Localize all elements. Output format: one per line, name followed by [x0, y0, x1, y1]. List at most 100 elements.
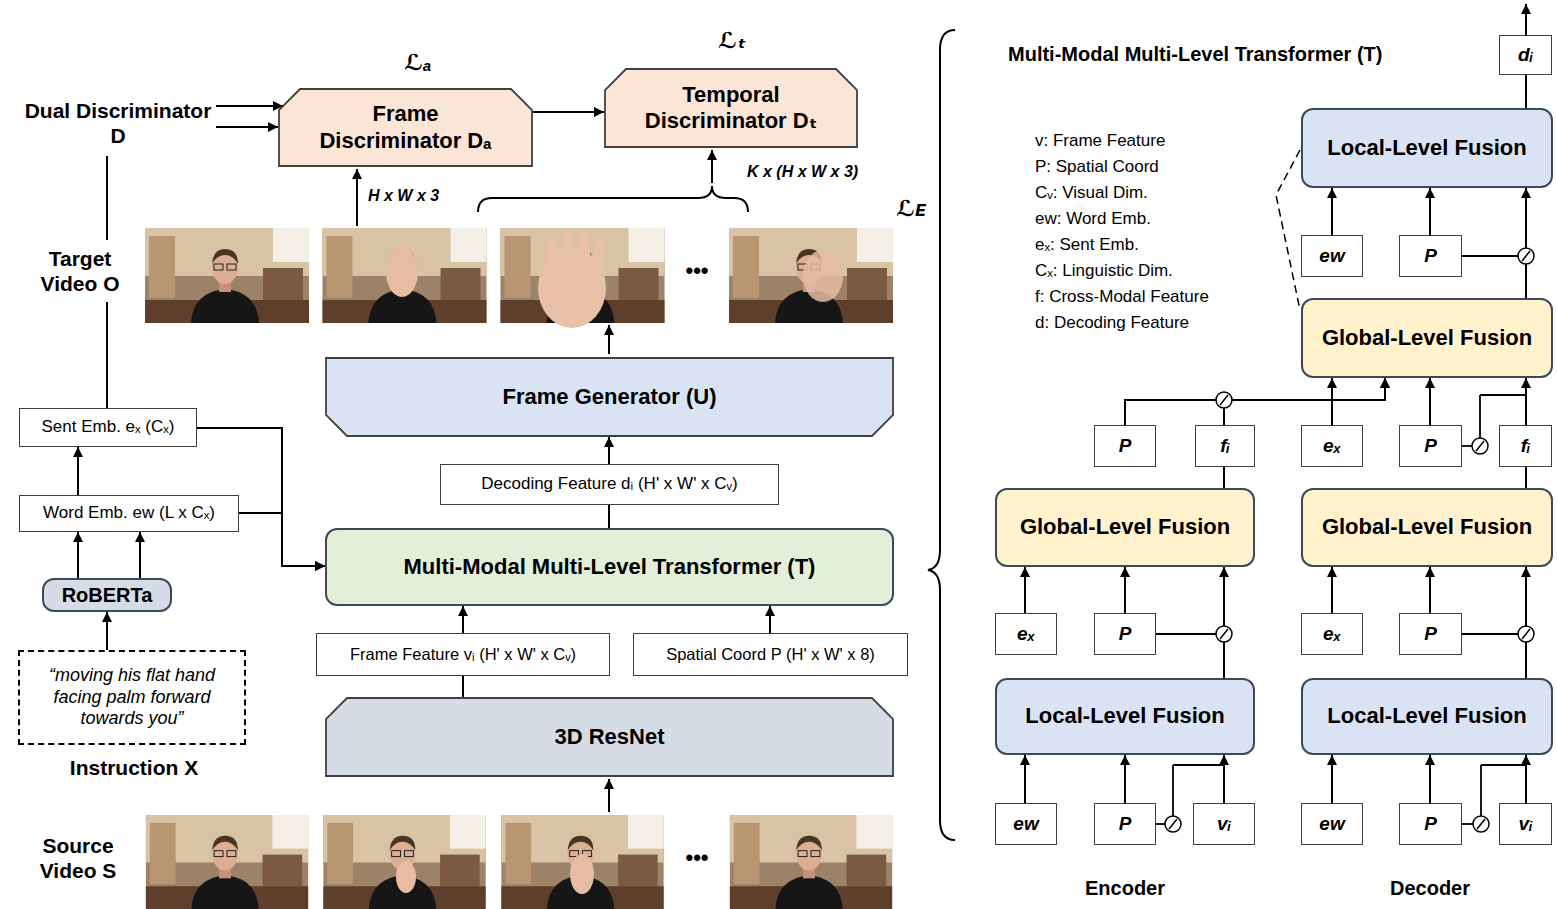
text-label: Source Video S — [23, 833, 133, 883]
discriminator-box: Temporal Discriminator Dₜ — [604, 68, 858, 148]
variable-box: P — [1399, 235, 1462, 277]
box-outline — [605, 69, 857, 147]
embedding-box: Word Emb. ew (L x Cₓ) — [19, 495, 239, 532]
variable-box: ew — [1301, 235, 1363, 277]
connector-arrow — [239, 513, 325, 566]
target-frame — [501, 228, 665, 328]
legend-text: f: Cross-Modal Feature — [1035, 287, 1265, 307]
connector-arrow — [769, 606, 771, 633]
text-label: K x (H x W x 3) — [747, 162, 897, 181]
connector-arrow — [1525, 755, 1527, 803]
connector-arrow — [77, 532, 79, 578]
connector-arrow — [1525, 467, 1527, 488]
connector-arrow — [1331, 188, 1333, 235]
node-label: Spatial Coord P (H' x W' x 8) — [666, 645, 875, 665]
node-label: P — [1424, 245, 1437, 268]
text-label: Encoder — [1065, 876, 1185, 900]
connector-arrow — [608, 505, 610, 528]
node-label: fᵢ — [1521, 435, 1531, 458]
source-frame — [730, 815, 892, 909]
node-label: vᵢ — [1519, 813, 1533, 836]
feature-box: Frame Feature vᵢ (H' x W' x Cᵥ) — [316, 633, 610, 676]
legend-text: eₓ: Sent Emb. — [1035, 235, 1265, 255]
node-label: vᵢ — [1217, 813, 1231, 836]
text-label: ℒₜ — [707, 28, 757, 54]
node-label: P — [1119, 623, 1132, 646]
connector-arrow — [608, 437, 610, 464]
connector-arrow — [462, 606, 464, 633]
legend-text: Cᵥ: Visual Dim. — [1035, 183, 1265, 203]
node-label: eₓ — [1017, 623, 1035, 646]
variable-box: P — [1094, 425, 1156, 467]
node-label: eₓ — [1323, 623, 1341, 646]
text-label: Multi-Modal Multi-Level Transformer (T) — [1008, 42, 1488, 66]
node-label: 3D ResNet — [554, 724, 664, 750]
legend-text: d: Decoding Feature — [1035, 313, 1265, 333]
box-outline — [279, 89, 532, 166]
variable-box: fᵢ — [1195, 425, 1255, 467]
target-frame — [729, 228, 893, 323]
legend-text: Cₓ: Linguistic Dim. — [1035, 261, 1265, 281]
fusion-box: Local-Level Fusion — [995, 678, 1255, 755]
node-label: ew — [1319, 813, 1344, 836]
text-label: Target Video O — [25, 246, 135, 296]
connector-arrow — [139, 532, 141, 578]
node-label: RoBERTa — [62, 583, 153, 607]
node-label: fᵢ — [1220, 435, 1230, 458]
node-label: Global-Level Fusion — [1322, 514, 1532, 540]
connector-arrow — [1331, 378, 1333, 425]
source-frame — [501, 815, 663, 909]
variable-box: fᵢ — [1499, 425, 1552, 467]
connector-arrow — [1525, 75, 1527, 108]
variable-box: P — [1094, 613, 1156, 655]
source-frame — [146, 815, 308, 909]
connector-arrow — [106, 612, 108, 650]
node-label: P — [1424, 623, 1437, 646]
variable-box: P — [1399, 803, 1462, 845]
fusion-box: Global-Level Fusion — [1301, 488, 1553, 567]
node-label: Sent Emb. eₓ (Cₓ) — [41, 417, 174, 437]
text-label: ℒᴇ — [889, 196, 933, 222]
node-label: Local-Level Fusion — [1327, 703, 1526, 729]
connector-arrow — [77, 447, 79, 495]
node-label: P — [1119, 813, 1132, 836]
text-label: ••• — [668, 258, 726, 284]
instruction-box: “moving his flat hand facing palm forwar… — [18, 650, 246, 745]
discriminator-box: Frame Discriminator Dₐ — [278, 88, 533, 167]
connector-arrow — [1024, 755, 1026, 803]
fusion-box: Global-Level Fusion — [1301, 298, 1553, 378]
node-label: Local-Level Fusion — [1327, 135, 1526, 161]
text-label: ℒₐ — [393, 50, 443, 76]
node-heading: Instruction X — [0, 755, 268, 780]
connector-arrow — [1223, 755, 1225, 803]
connector-arrow — [1525, 567, 1527, 678]
node-label: Frame Discriminator Dₐ — [303, 101, 508, 154]
target-frame — [323, 228, 487, 323]
node-label: Word Emb. ew (L x Cₓ) — [43, 503, 215, 523]
connector-arrow — [1125, 378, 1385, 425]
node-label: Frame Feature vᵢ (H' x W' x Cᵥ) — [350, 645, 576, 665]
connector-arrow — [1124, 567, 1126, 613]
text-label: Dual Discriminator D — [18, 98, 218, 148]
embedding-box: Sent Emb. eₓ (Cₓ) — [19, 408, 197, 447]
variable-box: vᵢ — [1499, 803, 1552, 845]
connector-arrow — [1429, 567, 1431, 613]
connector-arrow — [533, 111, 604, 113]
text-label: Decoder — [1370, 876, 1490, 900]
node-label: eₓ — [1323, 435, 1341, 458]
node-label: Temporal Discriminator Dₜ — [629, 82, 834, 135]
legend-text: P: Spatial Coord — [1035, 157, 1265, 177]
connector-arrow — [1429, 755, 1431, 803]
node-label: P — [1424, 813, 1437, 836]
connector-arrow — [1124, 755, 1126, 803]
variable-box: P — [1399, 613, 1462, 655]
target-frame — [145, 228, 309, 323]
variable-box: ew — [1301, 803, 1363, 845]
node-label: P — [1424, 435, 1437, 458]
generator-box: Frame Generator (U) — [325, 357, 894, 437]
feature-box: Decoding Feature dᵢ (H' x W' x Cᵥ) — [440, 464, 779, 505]
backbone-box: 3D ResNet — [325, 697, 894, 777]
variable-box: vᵢ — [1193, 803, 1255, 845]
legend-text: ew: Word Emb. — [1035, 209, 1265, 229]
